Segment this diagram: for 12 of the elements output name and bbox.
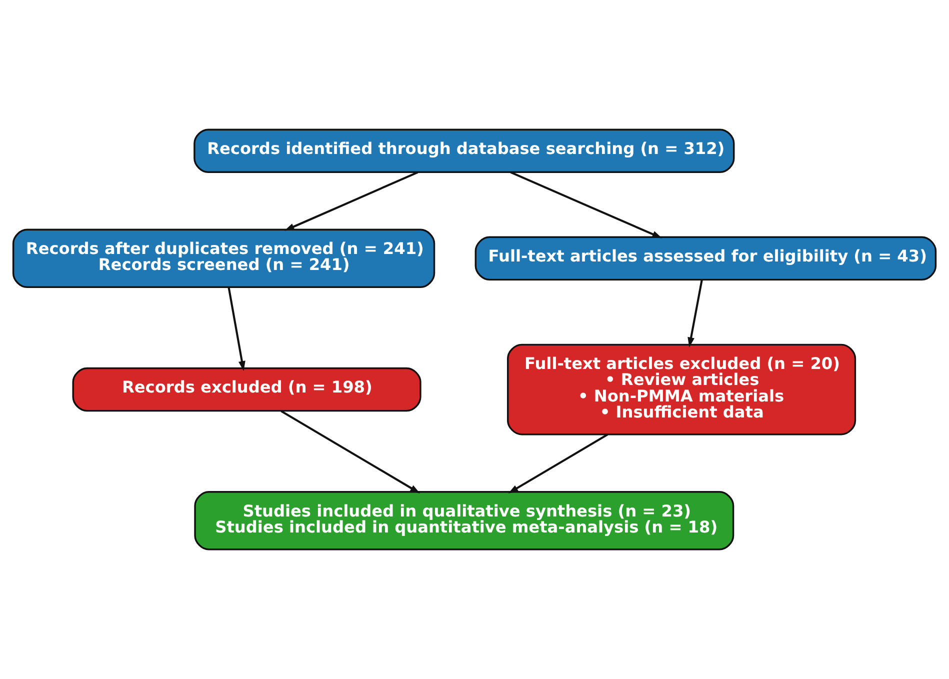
arrow (228, 287, 246, 372)
arrow (508, 434, 608, 494)
node-box: Studies included in qualitative synthesis (n = 23) Studies included in quantitative meta-analysis (n = 18) (194, 491, 734, 550)
arrow (280, 410, 420, 494)
node-box: Full-text articles assessed for eligibility (n = 43) (474, 236, 937, 281)
node-box: Records after duplicates removed (n = 241) Records screened (n = 241) (12, 228, 436, 288)
arrow (510, 171, 662, 238)
arrow (688, 280, 703, 348)
arrow (284, 171, 418, 231)
node-box: Records identified through database searching (n = 312) (194, 128, 735, 174)
node-box: Records excluded (n = 198) (72, 367, 422, 412)
node-box: Full-text articles excluded (n = 20) • Review articles • Non-PMMA materials • Insufficient data (507, 344, 856, 436)
